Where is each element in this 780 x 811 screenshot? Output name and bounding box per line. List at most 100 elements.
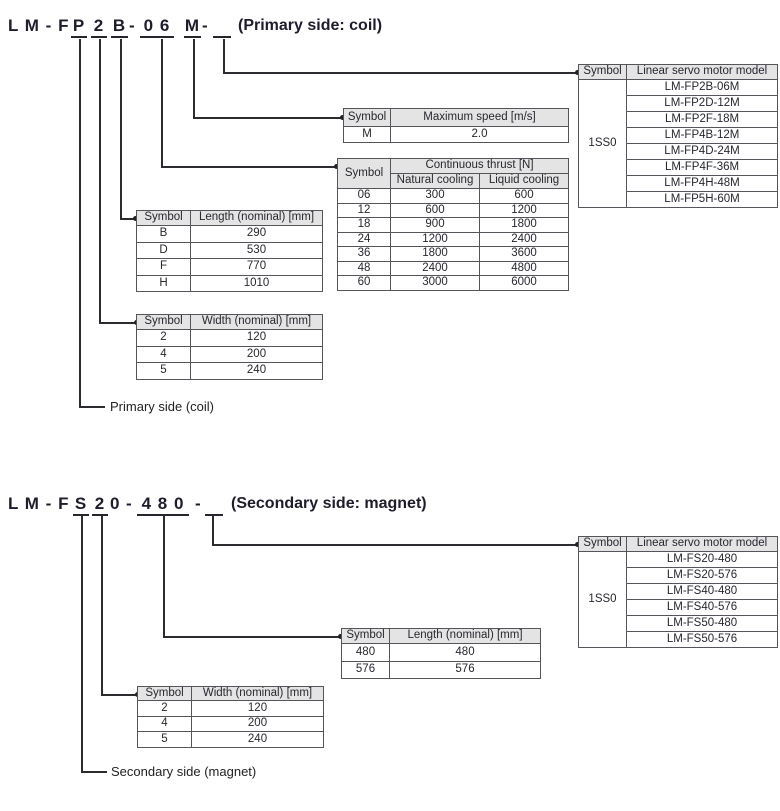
model-cell: LM-FS20-576 xyxy=(626,567,778,584)
symbol-cell: 18 xyxy=(337,217,391,233)
table-row: 60 3000 6000 xyxy=(337,275,569,291)
table-header-row: Symbol Width (nominal) [mm] xyxy=(136,314,323,330)
primary-side-label: Primary side (coil) xyxy=(110,399,215,414)
column-header: Liquid cooling xyxy=(479,173,569,189)
connector-line-length-v xyxy=(163,515,165,637)
connector-line-thrust-v xyxy=(161,39,163,167)
symbol-cell: 48 xyxy=(337,260,391,276)
connector-line-length-h xyxy=(163,636,342,638)
model-cell: LM-FS40-576 xyxy=(626,599,778,616)
table-header-row: Symbol Maximum speed [m/s] xyxy=(343,108,569,127)
code-dash: - xyxy=(126,494,133,513)
model-cell: LM-FS40-480 xyxy=(626,583,778,600)
connector-line-primary-h xyxy=(79,406,105,408)
table-header-row: Symbol Linear servo motor model xyxy=(578,64,778,80)
value-cell: 120 xyxy=(190,329,323,347)
value-cell: 530 xyxy=(190,241,323,259)
value-cell: 3000 xyxy=(390,275,480,291)
symbol-cell: 4 xyxy=(136,345,191,363)
symbol-cell: 1SS0 xyxy=(578,79,627,208)
code-prefix: L M - F xyxy=(8,494,70,513)
code-prefix: L M - F xyxy=(8,16,70,35)
code-dash: - xyxy=(202,16,209,35)
symbol-cell: 12 xyxy=(337,202,391,218)
code-fixed-digit: 0 xyxy=(110,494,121,513)
code-symbol-width: 2 xyxy=(91,16,107,38)
code-dash: - xyxy=(129,16,136,35)
value-cell: 1200 xyxy=(390,231,480,247)
symbol-cell: B xyxy=(136,225,191,243)
table-row: 1SS0 LM-FP2B-06M xyxy=(578,79,778,208)
connector-dot xyxy=(338,633,343,639)
value-cell: 2.0 xyxy=(390,126,569,143)
table-row: 1SS0 LM-FS20-480 xyxy=(578,551,778,648)
value-cell: 4800 xyxy=(479,260,569,276)
symbol-cell: 1SS0 xyxy=(578,551,627,648)
symbol-cell: 06 xyxy=(337,188,391,204)
value-cell: 290 xyxy=(190,225,323,243)
model-cell: LM-FP4D-24M xyxy=(626,143,778,160)
primary-caption: (Primary side: coil) xyxy=(238,17,383,34)
secondary-model-code: L M - F S 2 0 - 4 8 0 - (Secondary side:… xyxy=(0,494,780,522)
primary-model-code: L M - F P 2 B - 0 6 M - (Primary side: c… xyxy=(0,16,780,44)
column-header: Symbol xyxy=(136,210,191,226)
value-cell: 900 xyxy=(390,217,480,233)
model-cell: LM-FP2B-06M xyxy=(626,79,778,96)
secondary-side-label: Secondary side (magnet) xyxy=(111,764,257,779)
symbol-cell: H xyxy=(136,274,191,292)
column-header: Length (nominal) [mm] xyxy=(190,210,323,226)
column-header: Maximum speed [m/s] xyxy=(390,108,569,127)
column-header: Symbol xyxy=(578,64,627,80)
code-symbol-secondary-side: S xyxy=(73,494,89,516)
table-header-row: Symbol Continuous thrust [N] xyxy=(337,158,569,189)
connector-line-model-v xyxy=(212,515,214,545)
model-table-primary: Symbol Linear servo motor model 1SS0 LM-… xyxy=(578,64,778,208)
table-header-row: Symbol Length (nominal) [mm] xyxy=(136,210,323,226)
table-row: LM-FP4D-24M xyxy=(579,143,778,160)
connector-line-length-v xyxy=(120,39,122,219)
code-symbol-primary-side: P xyxy=(71,16,87,38)
column-header: Linear servo motor model xyxy=(626,536,778,552)
code-dash: - xyxy=(195,494,202,513)
table-row: M 2.0 xyxy=(343,126,569,143)
table-row: 18 900 1800 xyxy=(337,217,569,233)
column-header: Natural cooling xyxy=(390,173,480,189)
connector-dot xyxy=(575,541,580,547)
value-cell: 480 xyxy=(389,643,541,662)
value-cell: 1800 xyxy=(390,246,480,262)
secondary-caption: (Secondary side: magnet) xyxy=(231,495,427,512)
table-row: 06 300 600 xyxy=(337,188,569,204)
model-cell: LM-FP4F-36M xyxy=(626,159,778,176)
code-symbol-thrust: 0 6 xyxy=(140,16,174,38)
column-header: Length (nominal) [mm] xyxy=(389,628,541,644)
table-row: 4 200 xyxy=(136,345,323,363)
table-row: H 1010 xyxy=(136,274,323,292)
code-symbol-length: 4 8 0 xyxy=(137,494,189,516)
symbol-cell: F xyxy=(136,258,191,276)
column-header: Width (nominal) [mm] xyxy=(190,314,323,330)
value-cell: 6000 xyxy=(479,275,569,291)
connector-line-width-h xyxy=(101,694,138,696)
code-symbol-model-blank xyxy=(213,16,231,38)
table-row: 2 120 xyxy=(136,329,323,347)
connector-dot xyxy=(575,69,580,75)
value-cell: 1800 xyxy=(479,217,569,233)
connector-line-secondary-h xyxy=(81,771,107,773)
table-row: F 770 xyxy=(136,258,323,276)
column-header: Symbol xyxy=(137,685,192,702)
table-row: 480 480 xyxy=(341,643,541,662)
table-row: 5 240 xyxy=(137,731,324,748)
table-row: 5 240 xyxy=(136,362,323,380)
connector-line-width-v xyxy=(99,39,101,323)
symbol-cell: 5 xyxy=(137,731,192,748)
symbol-cell: 4 xyxy=(137,715,192,733)
symbol-cell: 480 xyxy=(341,643,390,662)
connector-line-width-h xyxy=(99,322,137,324)
value-cell: 1010 xyxy=(190,274,323,292)
column-header: Width (nominal) [mm] xyxy=(191,685,324,702)
value-cell: 300 xyxy=(390,188,480,204)
max-speed-table: Symbol Maximum speed [m/s] M 2.0 xyxy=(343,108,569,143)
connector-line-secondary-v xyxy=(81,515,83,772)
connector-line-length-h xyxy=(120,218,137,220)
